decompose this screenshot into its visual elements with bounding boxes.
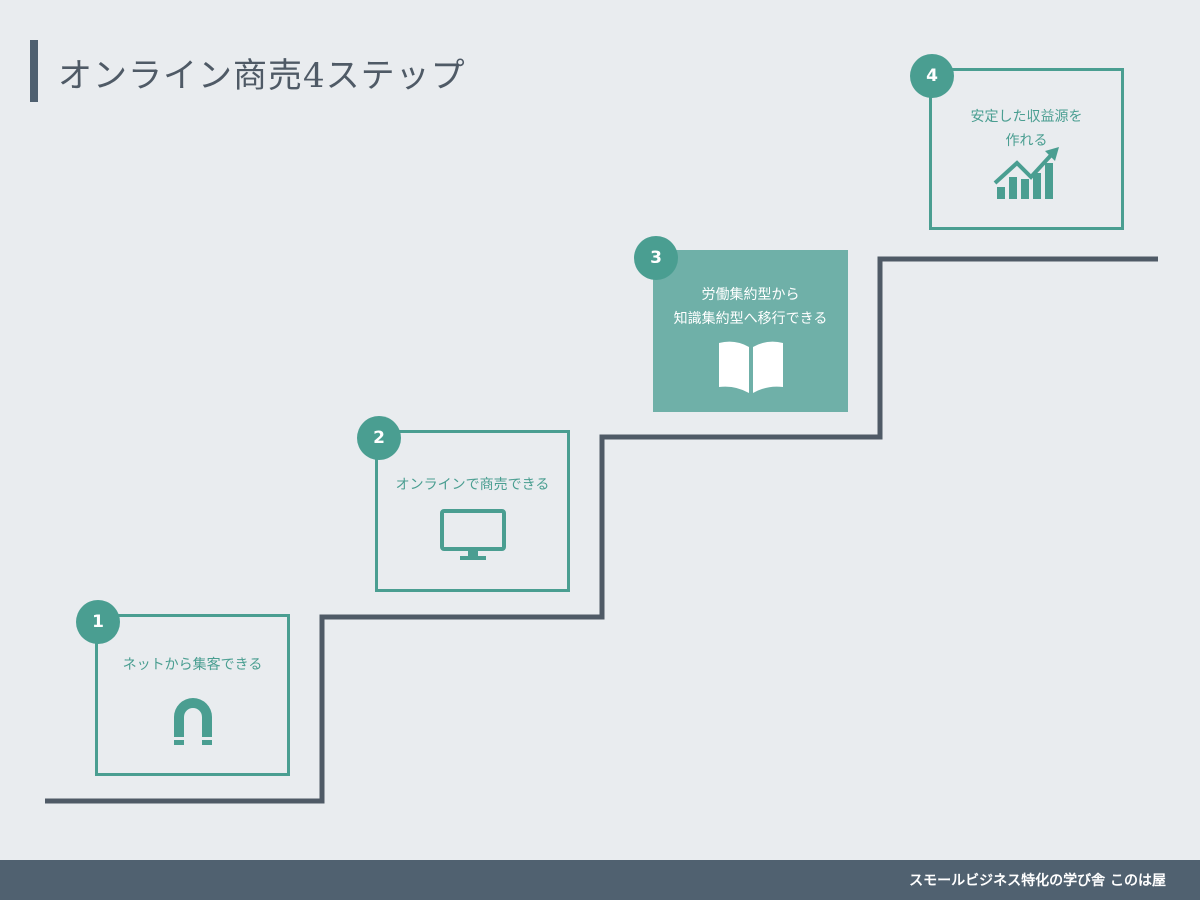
footer-brand: スモールビジネス特化の学び舎 このは屋 xyxy=(909,873,1166,889)
step-3-label-line2: 知識集約型へ移行できる xyxy=(673,311,828,327)
magnet-icon xyxy=(173,698,212,745)
step-4-number: 4 xyxy=(910,54,954,98)
step-3-number: 3 xyxy=(634,236,678,280)
step-1-number: 1 xyxy=(76,600,120,644)
step-3-label-line1: 労働集約型から xyxy=(701,287,800,303)
footer-bar: スモールビジネス特化の学び舎 このは屋 xyxy=(0,860,1200,900)
book-icon xyxy=(718,341,783,393)
step-2-box: オンラインで商売できる xyxy=(375,430,570,592)
step-4-label-line2: 作れる xyxy=(1005,133,1048,149)
page-title: オンライン商売4ステップ xyxy=(58,56,466,96)
step-1-label: ネットから集客できる xyxy=(122,657,263,673)
step-3-box: 労働集約型から 知識集約型へ移行できる xyxy=(653,250,848,412)
monitor-icon xyxy=(439,509,506,560)
step-4-box: 安定した収益源を 作れる xyxy=(929,68,1124,230)
step-2-label: オンラインで商売できる xyxy=(395,477,550,493)
step-2-number: 2 xyxy=(357,416,401,460)
title-accent-bar xyxy=(30,40,38,102)
step-4-label-line1: 安定した収益源を xyxy=(970,109,1083,125)
growth-chart-icon xyxy=(993,147,1059,199)
step-1-box: ネットから集客できる xyxy=(95,614,290,776)
